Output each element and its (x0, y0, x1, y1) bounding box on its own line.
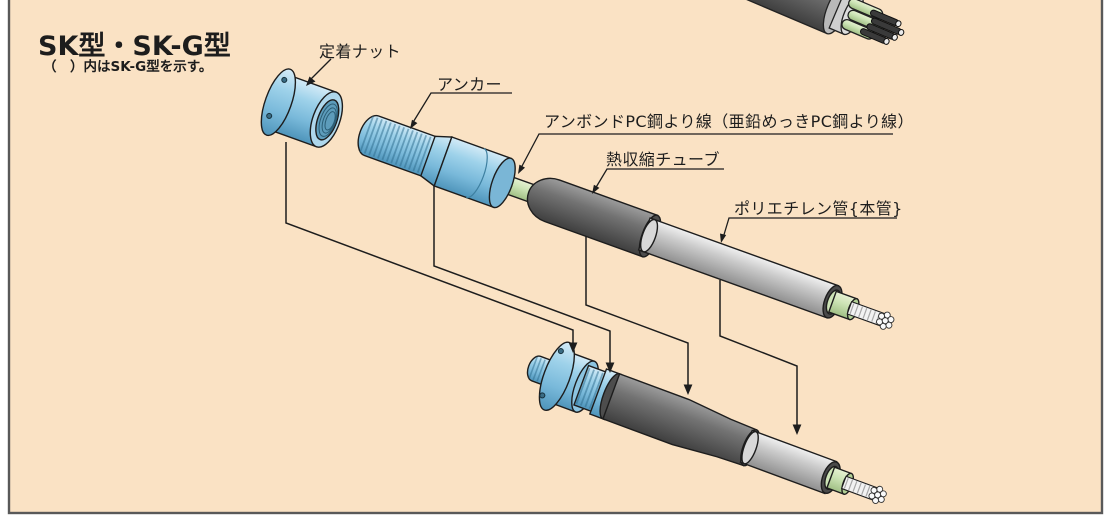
label-heat-shrink-tube: 熱収縮チューブ (606, 150, 720, 169)
leader-heat-shrink-tube (594, 168, 724, 190)
connector-fixing-nut (285, 142, 574, 344)
nut-internal-threads (318, 103, 338, 137)
flange-bolt-hole (539, 392, 546, 399)
page-title: SK型・SK-G型 (38, 31, 231, 62)
panel-background (7, 0, 1104, 515)
arrowhead-icon (410, 119, 418, 129)
connector-anchor (433, 186, 611, 364)
assembled-view (526, 341, 887, 504)
label-pc-strand: アンボンドPC鋼より線（亜鉛めっきPC鋼より線） (544, 112, 914, 131)
page-subtitle: （ ）内はSK-G型を示す。 (43, 59, 213, 75)
connector-heat-shrink-tube (585, 236, 689, 386)
label-fixing-nut: 定着ナット (319, 42, 402, 61)
anchor-thread-ridges (359, 115, 435, 174)
bare-steel-strand (840, 475, 887, 504)
arrowhead-icon (683, 384, 693, 395)
arrowhead-icon (518, 164, 525, 174)
label-anchor: アンカー (437, 75, 502, 94)
arrowhead-icon (792, 424, 802, 435)
assembled-polyethylene-pipe (739, 429, 887, 504)
fixing-nut-part (260, 68, 344, 148)
strand-wire-ends (876, 311, 895, 330)
assembly-connectors (285, 142, 798, 426)
flange-bolt-hole (557, 348, 564, 355)
label-polyethylene-pipe: ポリエチレン管{本管} (734, 199, 903, 218)
anchor-part (357, 114, 516, 209)
arrowhead-icon (720, 233, 727, 243)
leader-fixing-nut (308, 58, 332, 82)
leader-polyethylene-pipe (722, 217, 897, 239)
arrowhead-icon (306, 76, 316, 86)
exploded-view (260, 68, 895, 330)
leader-arrowheads (306, 76, 727, 243)
arrowhead-icon (592, 184, 600, 194)
label-leaders (308, 58, 897, 239)
cable-end-top-right (744, 0, 905, 45)
arrowhead-icon (568, 342, 578, 353)
cable-wires (859, 9, 905, 45)
flange-bolt-hole (281, 76, 288, 83)
leader-pc-strand (520, 133, 893, 169)
arrowhead-icon (605, 362, 615, 373)
leader-anchor (411, 92, 512, 125)
polyethylene-pipe-part (637, 217, 895, 330)
bare-steel-strand (846, 301, 895, 330)
connector-arrowheads (568, 342, 802, 435)
strand-wire-ends (868, 485, 887, 504)
connector-polyethylene-pipe (719, 280, 798, 426)
flange-bolt-hole (266, 112, 273, 119)
